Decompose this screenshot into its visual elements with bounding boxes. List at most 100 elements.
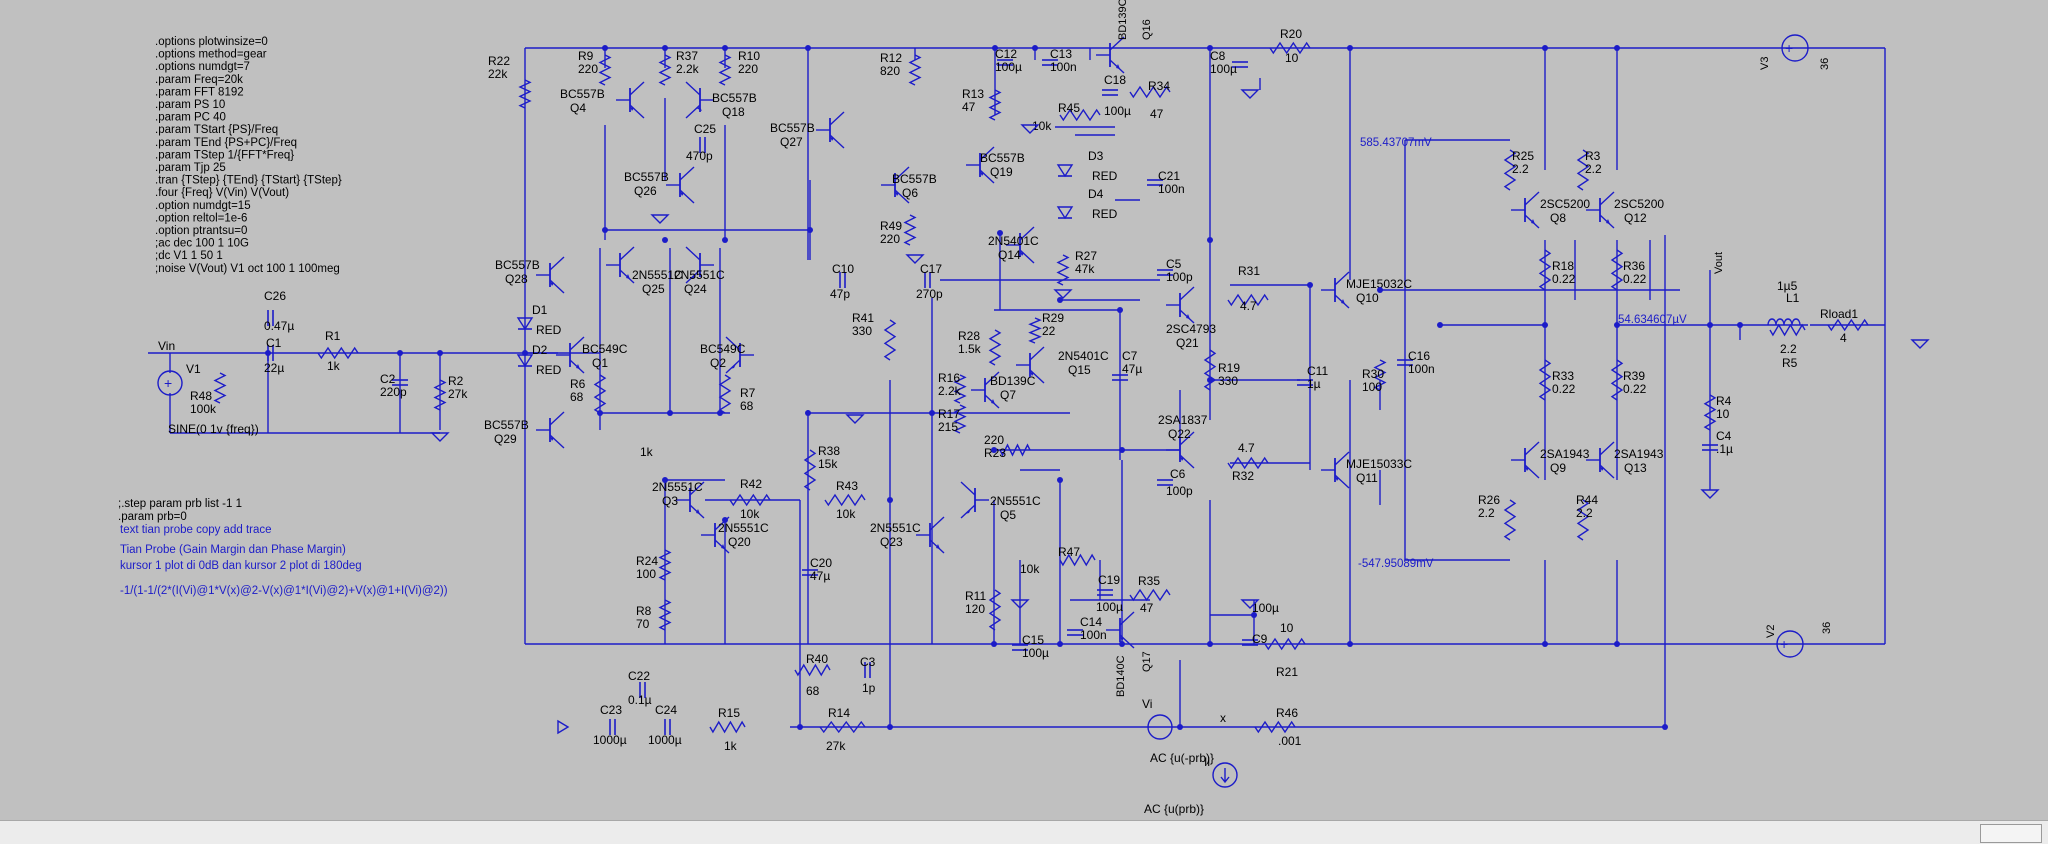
component-label: R39: [1623, 369, 1645, 383]
component-label: Q7: [1000, 388, 1016, 402]
component-label: 100: [636, 567, 656, 581]
spice-directive-line: .param Freq=20k: [155, 74, 243, 86]
component-label: BC557B: [770, 121, 815, 135]
wire-junction: [1614, 641, 1620, 647]
component-label: R13: [962, 87, 984, 101]
component-label: MJE15033C: [1346, 457, 1412, 471]
ground-symbol: [1700, 489, 1720, 499]
component-label: R1: [325, 329, 341, 343]
spice-directive-line: .param PC 40: [155, 112, 226, 124]
component-label: Q29: [494, 432, 517, 446]
probe-note-line: text tian probe copy add trace: [120, 524, 272, 536]
spice-directive-line: .param TStart {PS}/Freq: [155, 124, 278, 136]
wire-junctions: [265, 45, 1743, 730]
component-label: 1.5k: [958, 342, 982, 356]
component-label: R9: [578, 49, 594, 63]
component-label: R49: [880, 219, 902, 233]
wire-junction: [997, 230, 1003, 236]
wire-junction: [722, 45, 728, 51]
component-label: R3: [1585, 149, 1601, 163]
component-label: 100µ: [1210, 62, 1237, 76]
component-label: .1µ: [1716, 442, 1733, 456]
wire-junction: [1207, 237, 1213, 243]
component-label: C7: [1122, 349, 1138, 363]
spice-directive-line: ;dc V1 1 50 1: [155, 250, 223, 262]
component-label: Q2: [710, 356, 726, 370]
component-label: 220: [984, 433, 1004, 447]
component-label: Q27: [780, 135, 803, 149]
component-label: R23: [984, 446, 1006, 460]
component-label: L1: [1786, 291, 1800, 305]
spice-directive-line: .param prb=0: [118, 511, 187, 523]
component-label: 2N5551C: [870, 521, 921, 535]
ground-symbol: [430, 432, 450, 442]
source-v2-name: V2: [1765, 625, 1777, 638]
wire-junction: [397, 350, 403, 356]
component-label: BC557B: [495, 258, 540, 272]
component-label: 1µ5: [1777, 279, 1798, 293]
component-label: R25: [1512, 149, 1534, 163]
component-label: BD139C: [990, 374, 1036, 388]
component-label: 10k: [740, 507, 760, 521]
component-label: C9: [1252, 632, 1268, 646]
component-label: C24: [655, 703, 677, 717]
component-label: Q25: [642, 282, 665, 296]
component-label: R15: [718, 706, 740, 720]
net-label-vout: Vout: [1713, 252, 1725, 274]
component-label: R27: [1075, 249, 1097, 263]
svg-text:+: +: [1785, 40, 1793, 56]
component-label: 1p: [862, 681, 876, 695]
wire-junction: [722, 517, 728, 523]
component-label: D3: [1088, 149, 1104, 163]
spice-directive-line: .options method=gear: [155, 49, 267, 61]
status-field: [1980, 824, 2042, 843]
component-label: 100n: [1158, 182, 1185, 196]
component-label: BD139C: [1117, 0, 1129, 40]
component-label: 10k: [836, 507, 856, 521]
component-label: 2N5551C: [674, 268, 725, 282]
spice-directives: .options plotwinsize=0.options method=ge…: [155, 36, 342, 275]
wire-junction: [1614, 45, 1620, 51]
component-label: 10: [1285, 51, 1299, 65]
source-v2-value: 36: [1821, 622, 1833, 634]
component-label: C6: [1170, 467, 1186, 481]
component-label: 330: [852, 324, 872, 338]
component-label: C5: [1166, 257, 1182, 271]
spice-directive-line: .four {Freq} V(Vin) V(Vout): [155, 187, 289, 199]
wire-junction: [1207, 641, 1213, 647]
component-label: Q4: [570, 101, 586, 115]
ground-symbol: [1910, 339, 1930, 349]
component-label: RED: [1092, 169, 1118, 183]
wire-junction: [1347, 641, 1353, 647]
source-ii-name: Ii: [1204, 755, 1210, 769]
wire-junction: [1377, 287, 1383, 293]
component-label: 2.2k: [938, 384, 962, 398]
wire-junction: [991, 447, 997, 453]
wire-junction: [265, 350, 271, 356]
wire-junction: [717, 410, 723, 416]
wire-junction: [805, 45, 811, 51]
component-label: 0.47µ: [264, 319, 294, 333]
component-label: 15k: [818, 457, 838, 471]
component-label: C1: [266, 336, 282, 350]
component-label: R35: [1138, 574, 1160, 588]
component-label: Q21: [1176, 336, 1199, 350]
misc-label-10k: 10k: [1020, 562, 1040, 576]
node-voltage-output: 54.634607µV: [1618, 314, 1687, 326]
component-label: 70: [636, 617, 650, 631]
misc-label-4-7: 4.7: [1238, 441, 1255, 455]
wire-junction: [1119, 447, 1125, 453]
component-label: 220: [738, 62, 758, 76]
component-label: 220: [578, 62, 598, 76]
component-label: .001: [1278, 734, 1302, 748]
component-label: 2.2: [1478, 506, 1495, 520]
component-label: 27k: [826, 739, 846, 753]
component-label: 47k: [1075, 262, 1095, 276]
component-label: R33: [1552, 369, 1574, 383]
component-label: 2SC5200: [1540, 197, 1590, 211]
component-label: C10: [832, 262, 854, 276]
component-label: BD140C: [1115, 655, 1127, 697]
component-label: R30: [1362, 367, 1384, 381]
component-label: R31: [1238, 264, 1260, 278]
